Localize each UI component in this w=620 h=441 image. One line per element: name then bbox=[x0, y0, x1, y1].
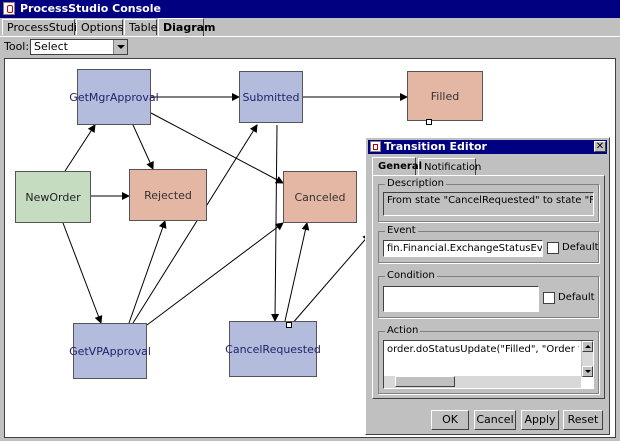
state-filled[interactable]: Filled bbox=[407, 71, 483, 121]
apply-button[interactable]: Apply bbox=[521, 410, 559, 430]
tab-options[interactable]: Options bbox=[76, 19, 123, 35]
scroll-up-icon[interactable] bbox=[582, 341, 593, 352]
transition-editor-dialog: Transition Editor ✕ General Notification… bbox=[365, 137, 610, 435]
description-label: Description bbox=[385, 178, 446, 189]
state-cancelrequested[interactable]: CancelRequested bbox=[225, 321, 321, 377]
arrow-neworder-getmgr bbox=[64, 124, 96, 172]
description-text: From state "CancelRequested" to state "F… bbox=[383, 192, 594, 216]
toolbar: Tool: Select bbox=[0, 36, 620, 56]
state-neworder[interactable]: NewOrder bbox=[15, 171, 91, 223]
app-icon bbox=[370, 141, 381, 152]
condition-label: Condition bbox=[385, 270, 437, 281]
action-text: order.doStatusUpdate("Filled", "Order fi… bbox=[387, 344, 579, 355]
condition-group: Condition Default bbox=[378, 270, 599, 318]
arrow-getmgr-canceled bbox=[150, 112, 284, 184]
action-horizontal-scrollbar[interactable] bbox=[384, 376, 581, 388]
state-submitted[interactable]: Submitted bbox=[239, 71, 303, 123]
arrow-getvp-rejected bbox=[128, 220, 167, 324]
arrow-cancelreq-canceled bbox=[284, 222, 310, 322]
tool-select-value: Select bbox=[34, 40, 68, 53]
dialog-titlebar: Transition Editor ✕ bbox=[368, 140, 607, 154]
arrow-getmgr-rejected bbox=[132, 124, 154, 170]
ok-button[interactable]: OK bbox=[431, 410, 469, 430]
arrow-getvp-submitted bbox=[132, 124, 258, 324]
tab-general[interactable]: General bbox=[372, 157, 422, 176]
tool-label: Tool: bbox=[4, 40, 30, 53]
event-label: Event bbox=[385, 225, 418, 236]
tab-diagram[interactable]: Diagram bbox=[158, 18, 216, 36]
event-input[interactable]: fin.Financial.ExchangeStatusEvents.fille… bbox=[383, 240, 543, 257]
arrow-getvp-canceled bbox=[146, 222, 284, 326]
arrow-neworder-getvp bbox=[62, 222, 103, 324]
condition-default-checkbox[interactable] bbox=[543, 292, 555, 304]
condition-default-label: Default bbox=[558, 292, 595, 303]
event-group: Event fin.Financial.ExchangeStatusEvents… bbox=[378, 225, 599, 263]
description-group: Description From state "CancelRequested"… bbox=[378, 178, 599, 222]
state-canceled[interactable]: Canceled bbox=[283, 171, 357, 223]
event-default-checkbox[interactable] bbox=[547, 242, 559, 254]
action-label: Action bbox=[385, 325, 421, 336]
window-title: ProcessStudio Console bbox=[20, 2, 161, 15]
transition-arrows bbox=[62, 93, 408, 326]
event-default-label: Default bbox=[562, 242, 599, 253]
app-icon bbox=[3, 2, 15, 15]
window-titlebar: ProcessStudio Console bbox=[0, 0, 620, 18]
chevron-down-icon[interactable] bbox=[113, 40, 127, 54]
dialog-title: Transition Editor bbox=[384, 140, 487, 153]
scroll-down-icon[interactable] bbox=[582, 366, 593, 377]
tab-processstudio[interactable]: ProcessStudio bbox=[2, 19, 84, 35]
arrow-cancelreq-filled bbox=[290, 233, 371, 326]
general-panel: Description From state "CancelRequested"… bbox=[372, 175, 605, 399]
cancel-button[interactable]: Cancel bbox=[474, 410, 516, 430]
tab-table[interactable]: Table bbox=[124, 19, 157, 35]
tool-select[interactable]: Select bbox=[30, 39, 128, 55]
state-getmgrapproval[interactable]: GetMgrApproval bbox=[69, 69, 159, 125]
condition-input[interactable] bbox=[383, 286, 539, 312]
close-icon[interactable]: ✕ bbox=[594, 141, 606, 152]
state-getvpapproval[interactable]: GetVPApproval bbox=[69, 323, 151, 379]
reset-button[interactable]: Reset bbox=[563, 410, 603, 430]
action-group: Action order.doStatusUpdate("Filled", "O… bbox=[378, 325, 599, 394]
scrollbar-thumb[interactable] bbox=[395, 376, 455, 387]
selection-handle[interactable] bbox=[426, 119, 432, 125]
tab-notification[interactable]: Notification bbox=[418, 158, 481, 175]
action-textarea[interactable]: order.doStatusUpdate("Filled", "Order fi… bbox=[383, 340, 594, 389]
selection-handle[interactable] bbox=[286, 322, 292, 328]
action-vertical-scrollbar[interactable] bbox=[581, 341, 593, 377]
state-rejected[interactable]: Rejected bbox=[129, 169, 207, 221]
arrow-submitted-cancelreq bbox=[271, 124, 280, 322]
